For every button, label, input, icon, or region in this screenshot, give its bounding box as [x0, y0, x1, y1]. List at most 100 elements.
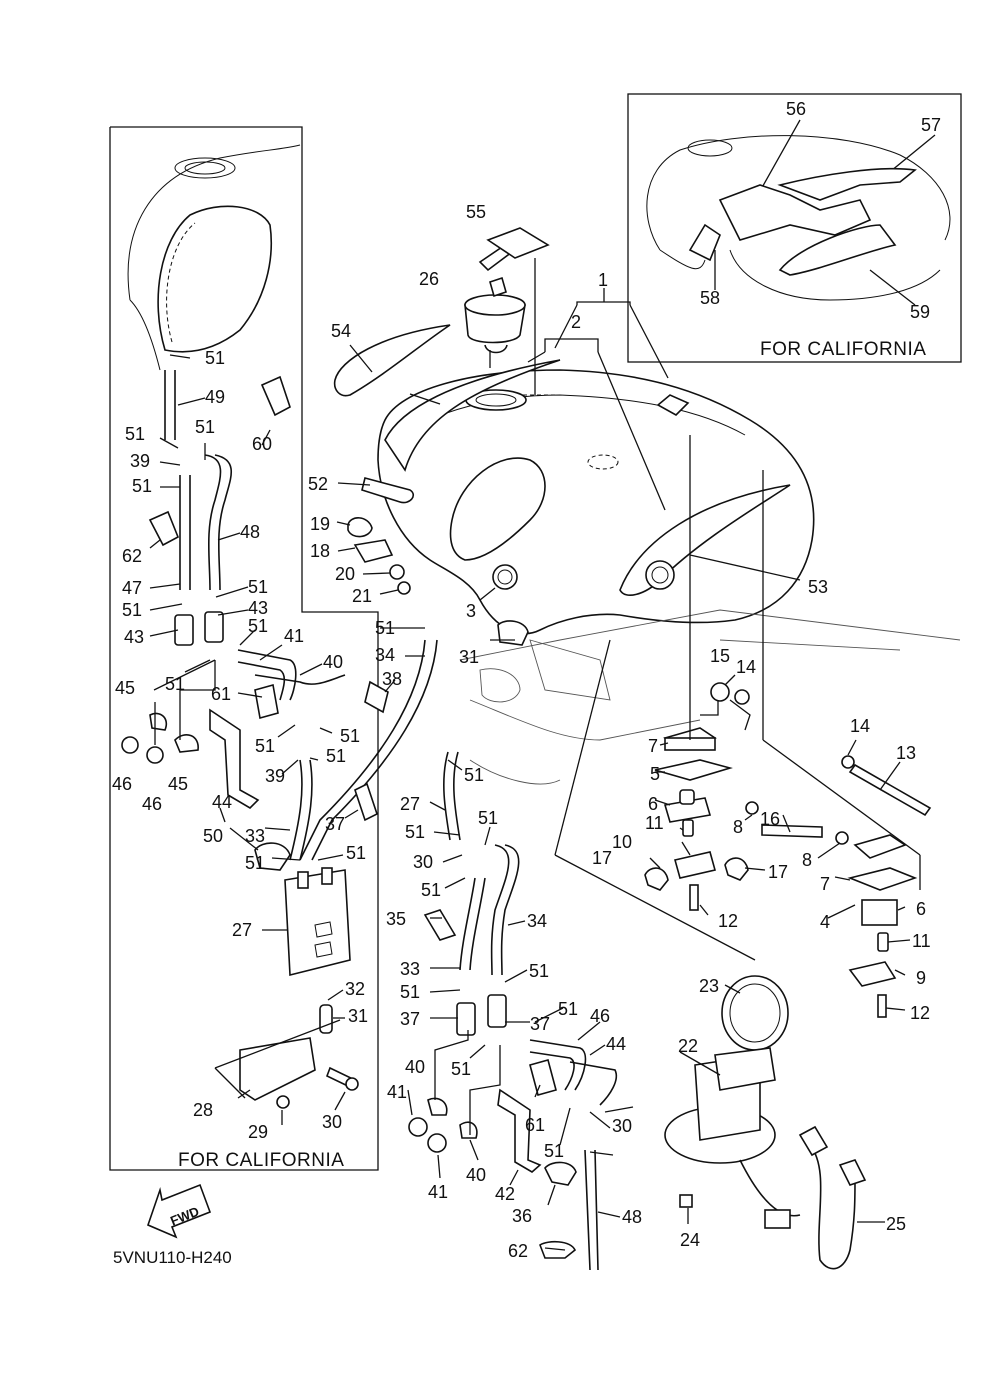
- callout-37: 37: [530, 1014, 550, 1034]
- callout-41: 41: [284, 626, 304, 646]
- callout-26: 26: [419, 269, 439, 289]
- callout-51: 51: [125, 424, 145, 444]
- callout-19: 19: [310, 514, 330, 534]
- callout-32: 32: [345, 979, 365, 999]
- callout-17: 17: [768, 862, 788, 882]
- callout-51: 51: [421, 880, 441, 900]
- callout-51: 51: [165, 674, 185, 694]
- valves-left: [121, 375, 389, 871]
- california-left-caption: FOR CALIFORNIA: [178, 1150, 344, 1171]
- callout-50: 50: [203, 826, 223, 846]
- callout-17: 17: [592, 848, 612, 868]
- callout-12: 12: [910, 1003, 930, 1023]
- callout-15: 15: [710, 646, 730, 666]
- callout-37: 37: [400, 1009, 420, 1029]
- callout-39: 39: [130, 451, 150, 471]
- california-top-right-box: FOR CALIFORNIA: [627, 93, 962, 363]
- callout-23: 23: [699, 976, 719, 996]
- callout-25: 25: [886, 1214, 906, 1234]
- callout-10: 10: [612, 832, 632, 852]
- callout-28: 28: [193, 1100, 213, 1120]
- callout-54: 54: [331, 321, 351, 341]
- callout-29: 29: [248, 1122, 268, 1142]
- callout-60: 60: [252, 434, 272, 454]
- fwd-arrow-icon: FWD: [147, 1183, 212, 1239]
- callout-59: 59: [910, 302, 930, 322]
- callout-51: 51: [248, 577, 268, 597]
- mount-hardware: [644, 682, 932, 1018]
- callout-62: 62: [122, 546, 142, 566]
- callout-55: 55: [466, 202, 486, 222]
- callout-34: 34: [527, 911, 547, 931]
- callout-24: 24: [680, 1230, 700, 1250]
- callout-51: 51: [122, 600, 142, 620]
- fuel-cap: [464, 243, 526, 354]
- callout-52: 52: [308, 474, 328, 494]
- fuel-tank: [377, 369, 815, 635]
- diagram-code: 5VNU110-H240: [113, 1248, 232, 1267]
- callout-51: 51: [478, 808, 498, 828]
- callout-40: 40: [466, 1165, 486, 1185]
- callout-51: 51: [326, 746, 346, 766]
- callout-31: 31: [459, 647, 479, 667]
- callout-44: 44: [212, 792, 232, 812]
- california-inset-tank: [646, 135, 951, 301]
- callout-4: 4: [820, 912, 830, 932]
- callout-47: 47: [122, 578, 142, 598]
- leader-lines: [149, 119, 936, 1251]
- callout-51: 51: [451, 1059, 471, 1079]
- fuel-pump: [664, 975, 867, 1270]
- callout-8: 8: [733, 817, 743, 837]
- callout-51: 51: [464, 765, 484, 785]
- callout-30: 30: [612, 1116, 632, 1136]
- callout-51: 51: [255, 736, 275, 756]
- vent-hoses-left: [164, 370, 438, 861]
- small-parts-tank: [347, 477, 518, 595]
- callout-16: 16: [760, 809, 780, 829]
- callout-39: 39: [265, 766, 285, 786]
- callout-40: 40: [405, 1057, 425, 1077]
- callout-13: 13: [896, 743, 916, 763]
- callout-37: 37: [325, 814, 345, 834]
- callout-51: 51: [248, 616, 268, 636]
- callout-33: 33: [400, 959, 420, 979]
- callout-21: 21: [352, 586, 372, 606]
- callout-30: 30: [413, 852, 433, 872]
- callout-6: 6: [916, 899, 926, 919]
- callout-22: 22: [678, 1036, 698, 1056]
- callout-51: 51: [544, 1141, 564, 1161]
- callout-36: 36: [512, 1206, 532, 1226]
- callout-51: 51: [375, 618, 395, 638]
- callout-46: 46: [112, 774, 132, 794]
- callout-7: 7: [820, 874, 830, 894]
- callout-5: 5: [650, 764, 660, 784]
- callout-41: 41: [428, 1182, 448, 1202]
- callout-51: 51: [340, 726, 360, 746]
- callout-labels: 1 2 3 4 5 6 6 7 7 8 8 9 10 11 11 12 12 1…: [112, 99, 941, 1261]
- callout-51: 51: [245, 853, 265, 873]
- callout-30: 30: [322, 1112, 342, 1132]
- callout-51: 51: [195, 417, 215, 437]
- callout-61: 61: [211, 684, 231, 704]
- callout-43: 43: [248, 598, 268, 618]
- callout-27: 27: [232, 920, 252, 940]
- callout-51: 51: [529, 961, 549, 981]
- callout-45: 45: [168, 774, 188, 794]
- canister-bracket-left: [239, 1037, 359, 1109]
- callout-18: 18: [310, 541, 330, 561]
- callout-57: 57: [921, 115, 941, 135]
- callout-9: 9: [916, 968, 926, 988]
- callout-34: 34: [375, 645, 395, 665]
- canister-left: [284, 867, 351, 1034]
- callout-35: 35: [386, 909, 406, 929]
- callout-1: 1: [598, 270, 608, 290]
- callout-31: 31: [348, 1006, 368, 1026]
- california-left-box: FOR CALIFORNIA: [109, 126, 379, 1171]
- callout-44: 44: [606, 1034, 626, 1054]
- california-top-right-caption: FOR CALIFORNIA: [760, 339, 926, 360]
- callout-42: 42: [495, 1184, 515, 1204]
- callout-51: 51: [400, 982, 420, 1002]
- callout-14: 14: [736, 657, 756, 677]
- label-plate: [486, 227, 550, 259]
